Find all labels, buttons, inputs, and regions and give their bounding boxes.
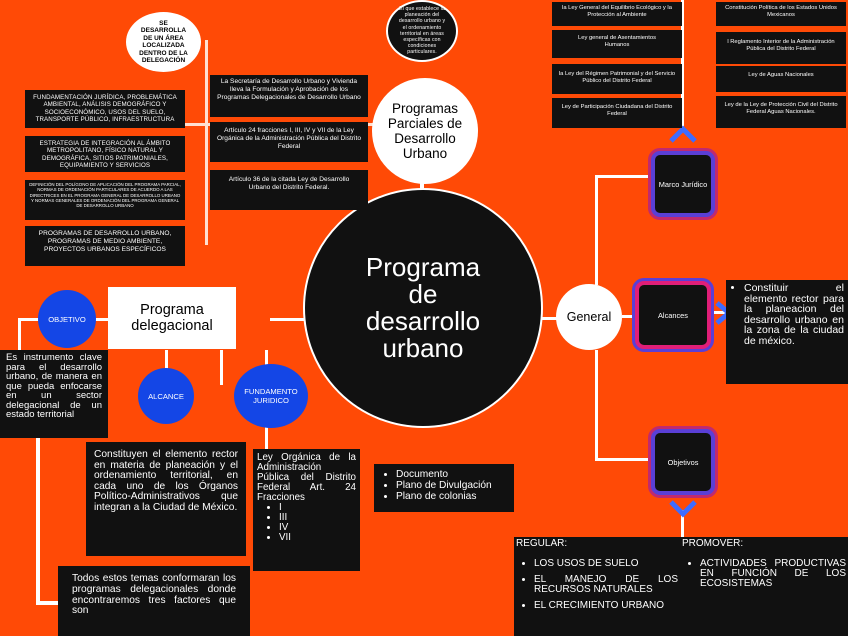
connector <box>270 318 310 321</box>
parciales-top-circle: El que establece la planeación del desar… <box>386 0 458 62</box>
alcance-node: ALCANCE <box>138 368 194 424</box>
connector <box>595 175 650 178</box>
marco-item: Ley de Aguas Nacionales <box>716 66 846 92</box>
objetivo-text-box: Es instrumento clave para el desarrollo … <box>0 350 108 438</box>
doc-item: Documento <box>396 469 512 480</box>
connector <box>540 317 558 320</box>
alcance-text-box: Constituyen el elemento rector en materi… <box>86 442 246 556</box>
marco-juridico-node: Marco Jurídico <box>648 148 718 220</box>
connector <box>595 350 598 460</box>
parciales-title: Programas Parciales de Desarrollo Urbano <box>387 101 463 161</box>
parciales-left-item: PROGRAMAS DE DESARROLLO URBANO, PROGRAMA… <box>25 226 185 266</box>
marco-arrow-up <box>668 124 698 144</box>
connector <box>220 350 223 385</box>
center-node: Programa de desarrollo urbano <box>303 188 543 428</box>
regular-item: EL CRECIMIENTO URBANO <box>534 601 678 611</box>
alcances-text-box: Constituir el elemento rector para la pl… <box>726 280 848 384</box>
delegacional-node: Programa delegacional <box>108 287 236 349</box>
promover-column: PROMOVER: ACTIVIDADES PRODUCTIVAS EN FUN… <box>682 539 846 589</box>
marco-item: la Ley del Régimen Patrimonial y del Ser… <box>552 64 682 94</box>
parciales-right-item: Artículo 24 fracciones I, III, IV y VII … <box>210 122 368 162</box>
marco-item: l Reglamento Interior de la Administraci… <box>716 32 846 64</box>
doc-item: Plano de Divulgación <box>396 480 512 491</box>
alcances-node: Alcances <box>632 278 714 352</box>
marco-item: Ley de Participación Ciudadana del Distr… <box>552 98 682 128</box>
regular-column: REGULAR: LOS USOS DE SUELO EL MANEJO DE … <box>516 539 678 611</box>
connector <box>595 175 598 285</box>
fundamento-item: IV <box>279 523 356 533</box>
parciales-right-item: Artículo 36 de la citada Ley de Desarrol… <box>210 170 368 210</box>
doc-item: Plano de colonias <box>396 491 512 502</box>
promover-item: ACTIVIDADES PRODUCTIVAS EN FUNCIÓN DE LO… <box>700 559 846 589</box>
marco-item: Ley general de Asentamientos Humanos <box>552 30 682 58</box>
connector <box>681 0 684 130</box>
fundamento-node: FUNDAMENTO JURIDICO <box>234 364 308 428</box>
delegacional-title: Programa delegacional <box>131 302 213 334</box>
fundamento-item: I <box>279 503 356 513</box>
connector <box>36 601 64 605</box>
parciales-node: Programas Parciales de Desarrollo Urbano <box>372 78 478 184</box>
regular-item: EL MANEJO DE LOS RECURSOS NATURALES <box>534 575 678 595</box>
parciales-left-item: FUNDAMENTACIÓN JURÍDICA, PROBLEMÁTICA AM… <box>25 90 185 128</box>
marco-item: Constitución Política de los Estados Uni… <box>716 2 846 26</box>
regular-title: REGULAR: <box>516 538 568 549</box>
promover-title: PROMOVER: <box>682 538 744 549</box>
parciales-left-circle: SE DESARROLLA DE UN ÁREA LOCALIZADA DENT… <box>126 12 201 72</box>
connector <box>36 430 40 605</box>
marco-item: Ley de la Ley de Protección Civil del Di… <box>716 96 846 128</box>
connector <box>622 315 634 318</box>
fundamento-item: III <box>279 513 356 523</box>
docs-box: Documento Plano de Divulgación Plano de … <box>374 464 514 512</box>
center-title: Programa de desarrollo urbano <box>365 252 481 363</box>
objetivos-node: Objetivos <box>648 426 718 498</box>
connector <box>681 510 684 540</box>
objetivos-arrow-down <box>668 498 698 520</box>
connector <box>595 458 650 461</box>
parciales-left-item: ESTRATEGIA DE INTEGRACIÓN AL ÁMBITO METR… <box>25 136 185 172</box>
fundamento-item: VII <box>279 533 356 543</box>
marco-item: la Ley General del Equilibrio Ecológico … <box>552 2 682 26</box>
parciales-right-item: La Secretaría de Desarrollo Urbano y Viv… <box>210 75 368 117</box>
objetivo-node: OBJETIVO <box>38 290 96 348</box>
objetivos-box: REGULAR: LOS USOS DE SUELO EL MANEJO DE … <box>514 537 848 636</box>
fundamento-text-box: Ley Orgánica de la Administración Públic… <box>253 449 360 571</box>
general-node: General <box>556 284 622 350</box>
connector <box>205 40 208 245</box>
connector <box>712 311 728 314</box>
footer-text-box: Todos estos temas conformaran los progra… <box>58 566 250 636</box>
parciales-left-item: DEFINICIÓN DEL POLÍGONO DE APLICACIÓN DE… <box>25 180 185 220</box>
regular-item: LOS USOS DE SUELO <box>534 559 678 569</box>
connector <box>18 318 21 363</box>
connector <box>165 350 168 375</box>
